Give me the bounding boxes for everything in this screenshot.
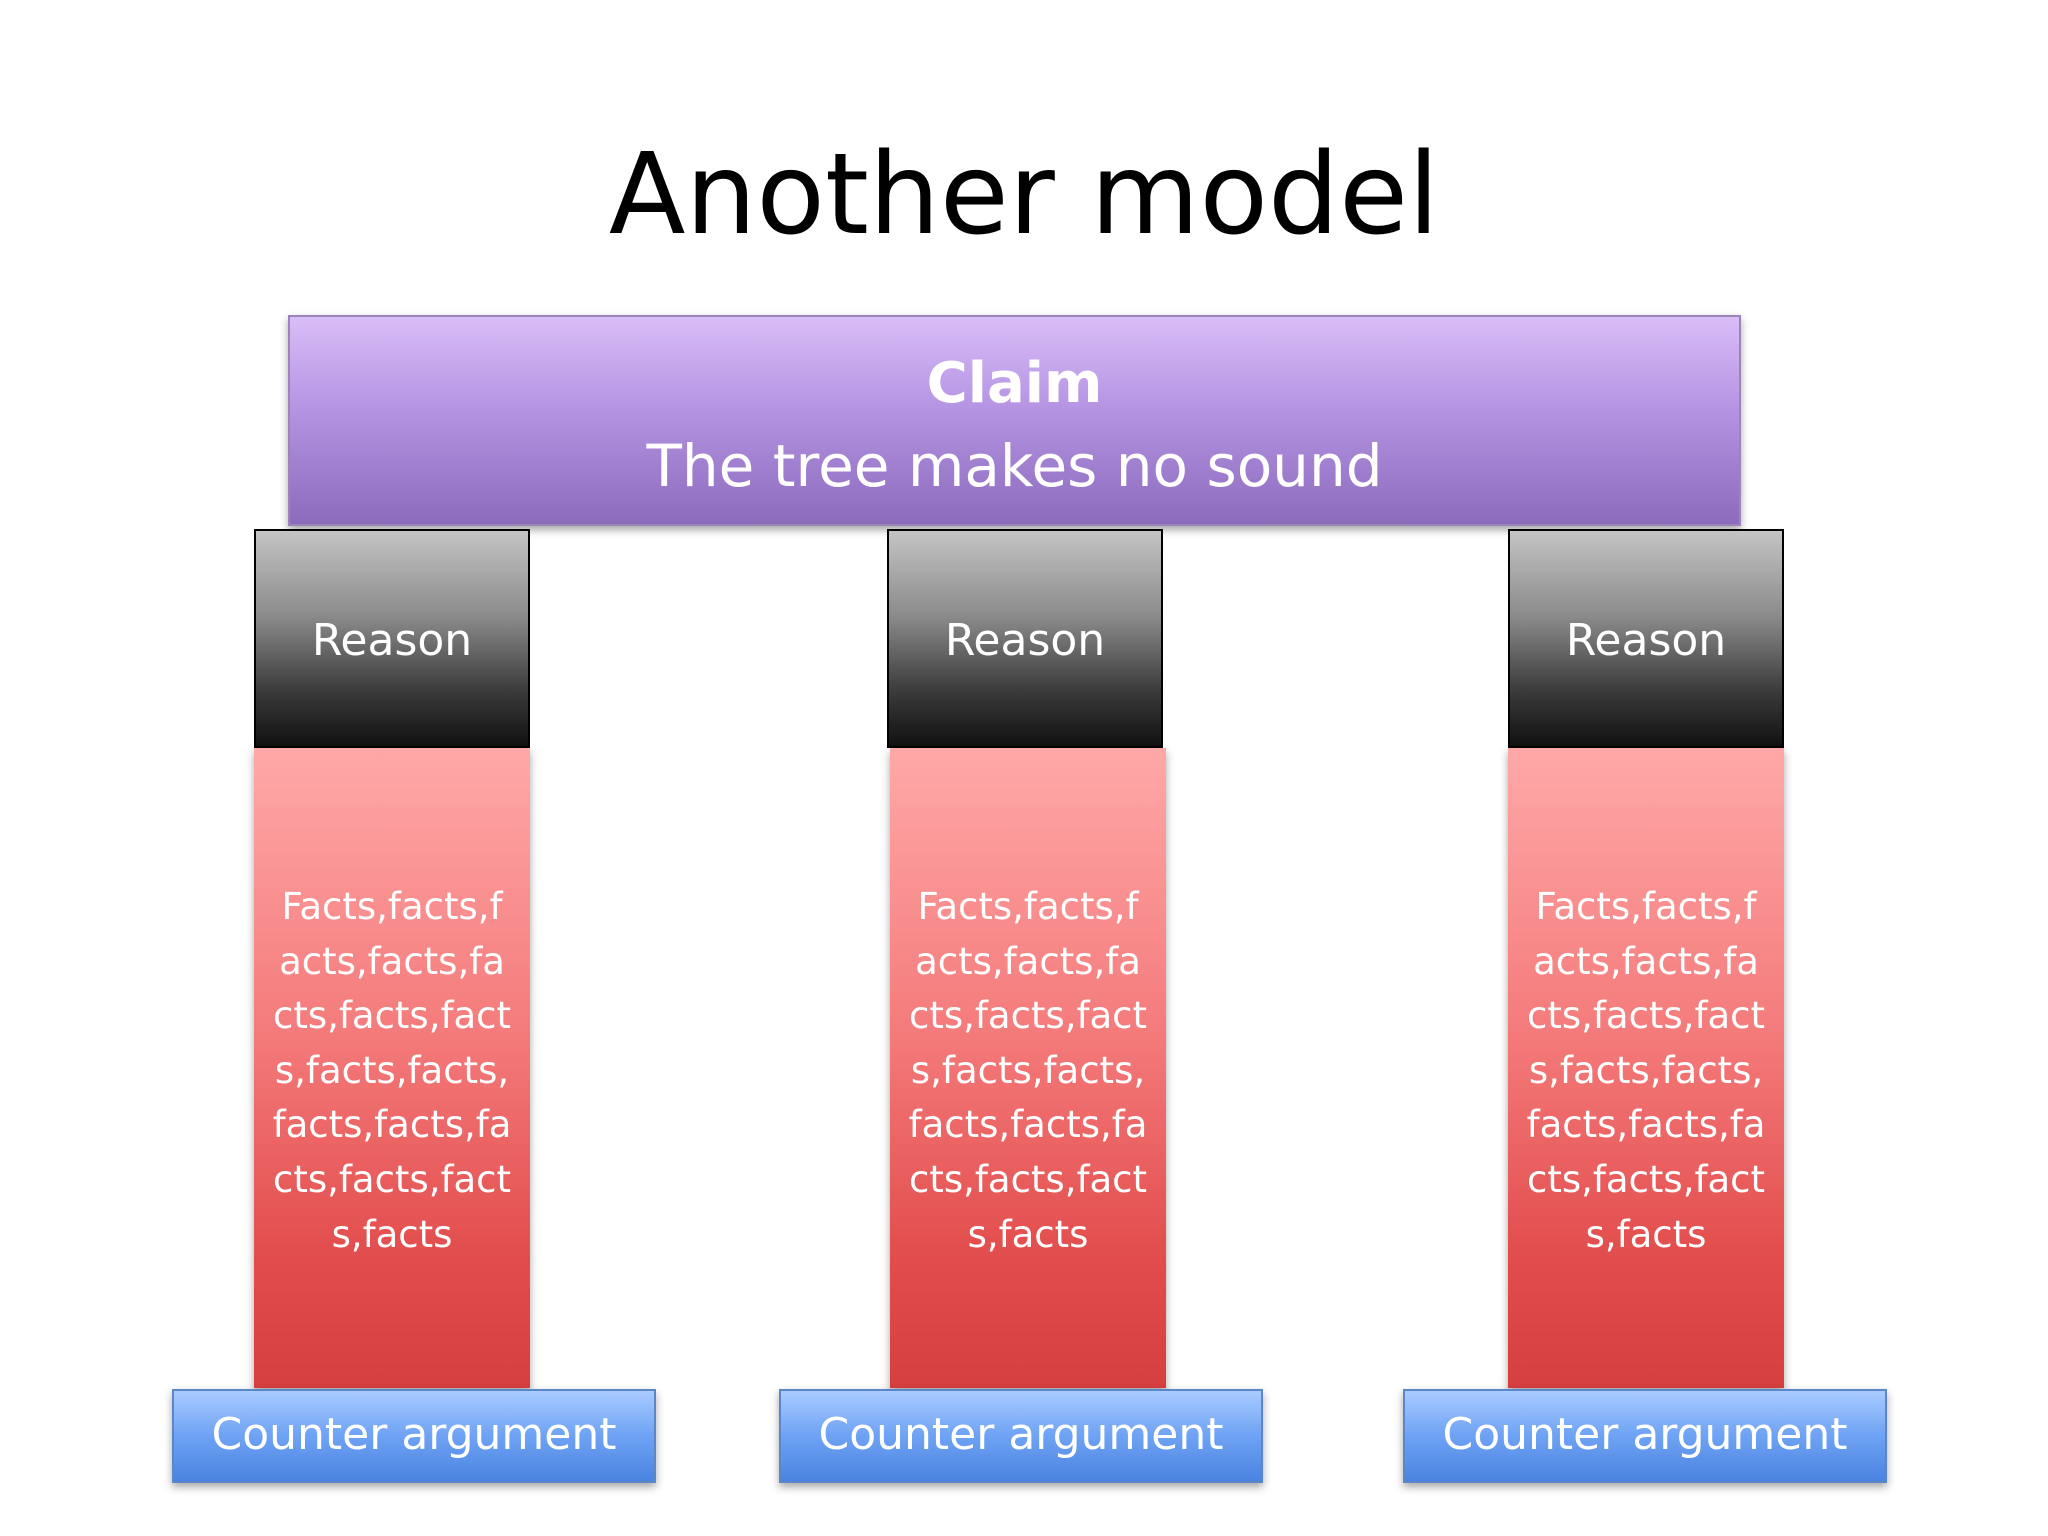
counter-argument-box-3: Counter argument <box>1403 1389 1887 1483</box>
counter-argument-box-1: Counter argument <box>172 1389 656 1483</box>
counter-argument-label: Counter argument <box>1442 1409 1848 1460</box>
reason-label: Reason <box>311 615 473 666</box>
claim-box: Claim The tree makes no sound <box>288 315 1741 526</box>
facts-box-3: Facts,facts,facts,facts,facts,facts,fact… <box>1508 748 1784 1388</box>
counter-argument-box-2: Counter argument <box>779 1389 1263 1483</box>
reason-label: Reason <box>1565 615 1727 666</box>
facts-text: Facts,facts,facts,facts,facts,facts,fact… <box>1526 885 1766 1256</box>
facts-text: Facts,facts,facts,facts,facts,facts,fact… <box>908 885 1148 1256</box>
facts-text: Facts,facts,facts,facts,facts,facts,fact… <box>272 885 512 1256</box>
claim-text: The tree makes no sound <box>646 432 1383 500</box>
slide-title: Another model <box>608 130 1440 260</box>
counter-argument-label: Counter argument <box>211 1409 617 1460</box>
reason-label: Reason <box>944 615 1106 666</box>
reason-box-1: Reason <box>254 529 530 748</box>
facts-box-2: Facts,facts,facts,facts,facts,facts,fact… <box>890 748 1166 1388</box>
facts-box-1: Facts,facts,facts,facts,facts,facts,fact… <box>254 748 530 1388</box>
claim-label: Claim <box>926 351 1103 416</box>
reason-box-2: Reason <box>887 529 1163 748</box>
counter-argument-label: Counter argument <box>818 1409 1224 1460</box>
reason-box-3: Reason <box>1508 529 1784 748</box>
